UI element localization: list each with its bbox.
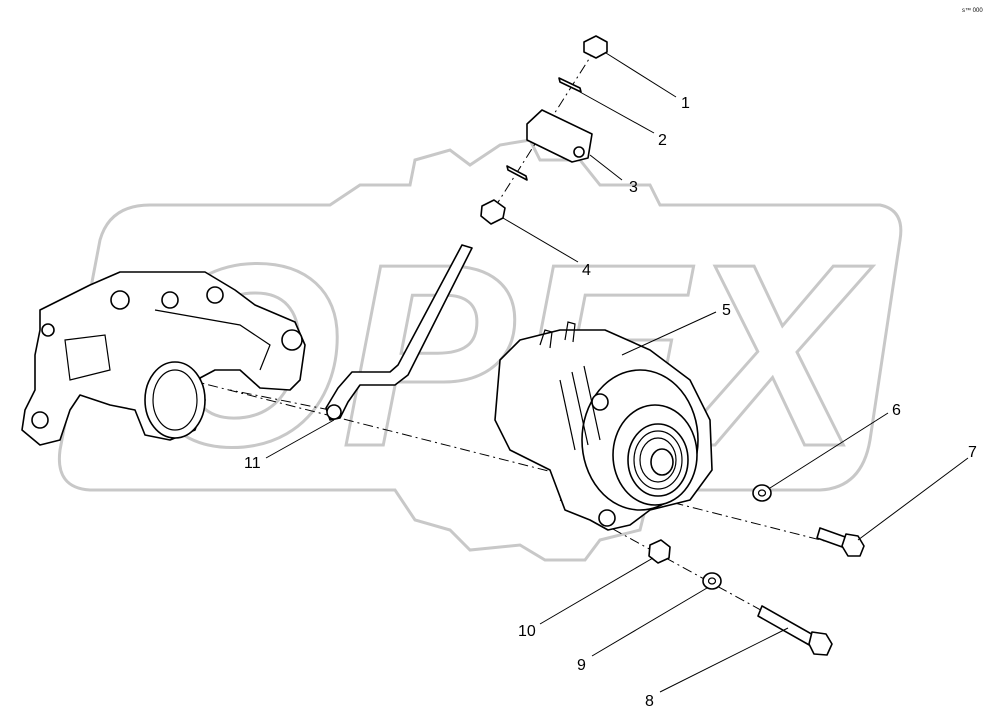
callout-9: 9: [577, 657, 586, 674]
bracket-hole-3: [206, 286, 224, 304]
leader-4: [502, 217, 579, 263]
alternator-bottom-lug: [598, 509, 616, 527]
leader-5: [621, 311, 717, 356]
part-3-block: [526, 109, 593, 163]
strap-eye: [326, 404, 342, 420]
callout-7: 7: [968, 444, 977, 461]
leader-8: [659, 627, 789, 693]
part-10-nut: [648, 539, 671, 564]
pulley-groove-2: [639, 437, 677, 483]
bracket-bore-large: [144, 361, 206, 439]
part-9-washer-hole: [707, 577, 717, 585]
bracket-hole-1: [110, 290, 130, 310]
bolt-7-head: [841, 533, 865, 557]
leader-1: [605, 52, 677, 98]
callout-labels: 1 2 3 4 5 6 7 8 9 10 11: [244, 95, 977, 710]
leader-6: [769, 412, 889, 489]
part-9-washer: [702, 572, 722, 590]
mounting-bracket: [21, 271, 306, 446]
callout-11: 11: [244, 455, 261, 472]
part-6-washer-hole: [757, 489, 767, 497]
bracket-bore-inner: [152, 369, 198, 431]
bracket-web: [64, 334, 111, 381]
callout-6: 6: [892, 402, 901, 419]
centerline-main: [149, 369, 861, 551]
bracket-hole-2: [161, 291, 179, 309]
part-2-washer: [558, 77, 582, 93]
pulley-hub: [650, 448, 674, 476]
callout-3: 3: [629, 179, 638, 196]
leader-10: [539, 557, 654, 625]
part-6-washer: [752, 484, 772, 502]
pulley-groove-1: [633, 430, 683, 490]
centerline-link: [229, 389, 331, 411]
bolt-8-shank: [757, 605, 816, 647]
block-hole: [573, 146, 585, 158]
leader-2: [579, 91, 655, 134]
bracket-hole-5: [31, 411, 49, 429]
callout-10: 10: [518, 623, 536, 640]
adjusting-strap: [325, 244, 473, 421]
leader-3: [589, 154, 623, 181]
part-7-bolt: [816, 527, 865, 557]
alternator-terminals: [539, 321, 576, 349]
bolt-8-head: [808, 631, 833, 656]
alternator-top-lug: [591, 393, 609, 411]
callout-5: 5: [722, 302, 731, 319]
leader-9: [591, 587, 708, 657]
part-1-nut: [583, 35, 608, 59]
part-5-alternator: [494, 321, 713, 531]
bracket-rib: [154, 309, 271, 371]
callout-2: 2: [658, 132, 667, 149]
callout-4: 4: [582, 262, 591, 279]
part-8-bolt: [757, 605, 833, 656]
part-washer-lower: [506, 165, 528, 181]
leader-7: [857, 457, 969, 541]
corner-mark: s™ 000: [962, 7, 983, 14]
alternator-ribs: [559, 365, 601, 451]
bracket-hole-4: [281, 329, 303, 351]
callout-1: 1: [681, 95, 690, 112]
leader-lines: [265, 52, 969, 693]
callout-8: 8: [645, 693, 654, 710]
leader-11: [265, 419, 335, 459]
bracket-hole-6: [41, 323, 55, 337]
